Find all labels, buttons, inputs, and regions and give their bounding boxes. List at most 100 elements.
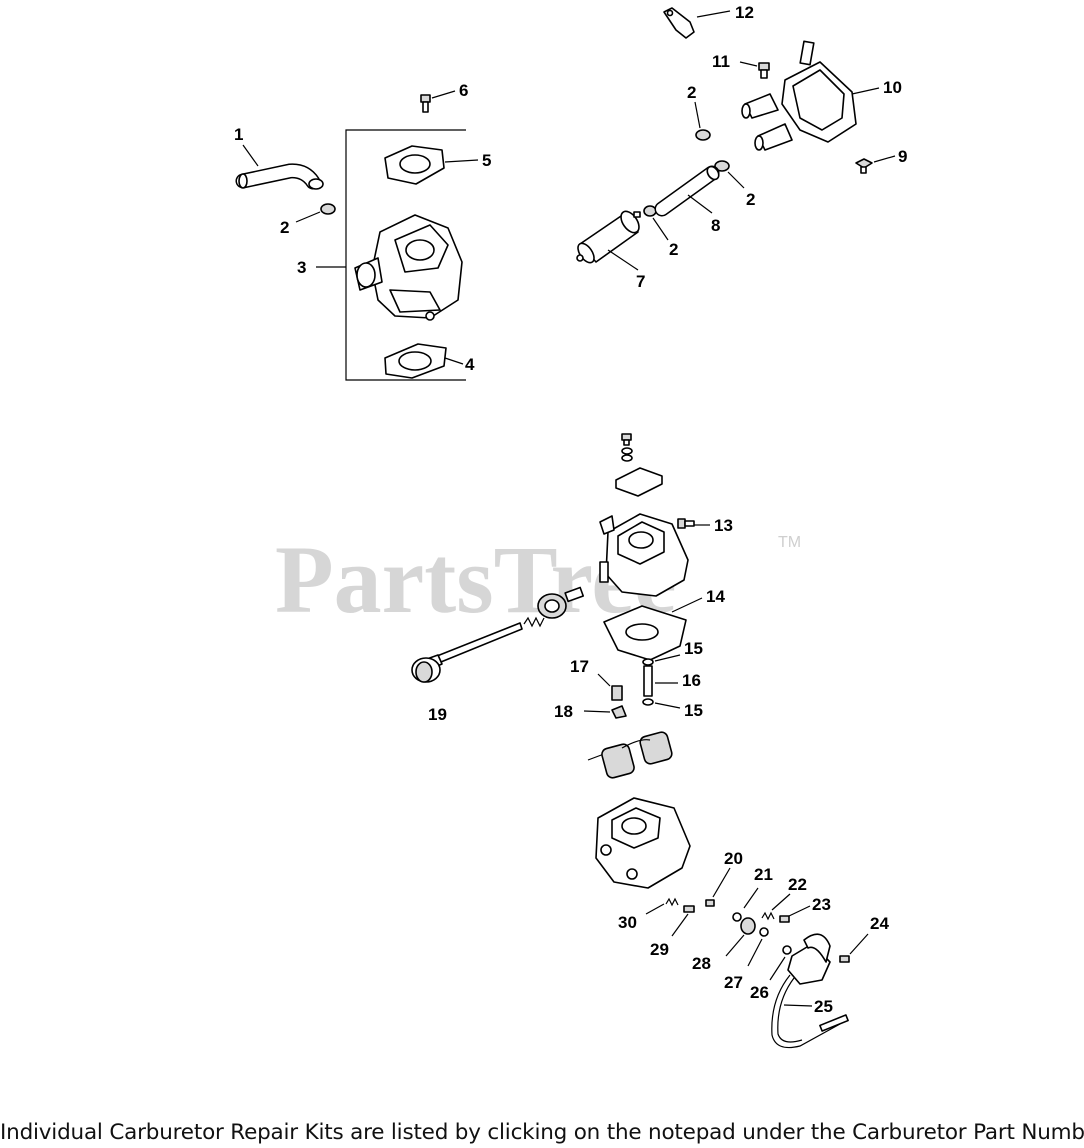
throttle-lever[interactable] <box>537 586 585 619</box>
part-2-clamp-c[interactable] <box>714 160 730 172</box>
part-8-fuel-line[interactable] <box>654 164 721 217</box>
label-13[interactable]: 13 <box>714 516 733 535</box>
label-18[interactable]: 18 <box>554 702 573 721</box>
label-20[interactable]: 20 <box>724 849 743 868</box>
part-24-screw[interactable] <box>839 955 850 963</box>
assembly-bracket <box>345 129 466 381</box>
label-15a[interactable]: 15 <box>684 639 703 658</box>
leader-14 <box>671 597 703 613</box>
label-2c[interactable]: 2 <box>746 190 755 209</box>
leader-2b <box>694 101 701 129</box>
leader-15a <box>654 654 681 662</box>
label-2d[interactable]: 2 <box>669 240 678 259</box>
carburetor-lower-body[interactable] <box>595 797 691 889</box>
leader-9 <box>873 155 896 163</box>
leader-26 <box>769 956 786 981</box>
part-13-screw[interactable] <box>677 518 695 529</box>
leader-30 <box>645 903 665 915</box>
part-10-fuel-pump[interactable] <box>741 40 857 151</box>
label-26[interactable]: 26 <box>750 983 769 1002</box>
part-9-nut[interactable] <box>855 158 873 174</box>
leader-1 <box>242 144 259 167</box>
throttle-spring[interactable] <box>523 616 545 628</box>
part-1-hose[interactable] <box>235 163 324 190</box>
part-2-clamp-a[interactable] <box>320 203 336 215</box>
leader-22 <box>771 893 791 911</box>
leader-11 <box>739 61 758 67</box>
part-29-screw[interactable] <box>683 905 695 913</box>
label-14[interactable]: 14 <box>706 587 725 606</box>
label-9[interactable]: 9 <box>898 147 907 166</box>
label-6[interactable]: 6 <box>459 81 468 100</box>
label-12[interactable]: 12 <box>735 3 754 22</box>
label-11[interactable]: 11 <box>712 52 730 71</box>
part-15-o-ring-upper[interactable] <box>642 658 654 666</box>
label-17[interactable]: 17 <box>570 657 589 676</box>
part-3-carburetor[interactable] <box>354 214 463 321</box>
bowl-cover-screw[interactable] <box>621 433 633 462</box>
label-19[interactable]: 19 <box>428 705 447 724</box>
part-12-clip[interactable] <box>663 7 695 39</box>
part-27-o-ring[interactable] <box>759 927 769 937</box>
part-23-screw[interactable] <box>779 915 790 923</box>
part-7-fuel-filter[interactable] <box>575 208 643 265</box>
leader-4 <box>444 357 464 365</box>
leader-28 <box>725 934 745 957</box>
part-18-clip[interactable] <box>611 705 627 719</box>
leader-29 <box>671 913 689 937</box>
label-10[interactable]: 10 <box>883 78 902 97</box>
leader-27 <box>747 938 763 967</box>
label-23[interactable]: 23 <box>812 895 831 914</box>
leader-10 <box>851 87 880 95</box>
leader-7 <box>607 249 639 271</box>
label-15b[interactable]: 15 <box>684 701 703 720</box>
part-2-clamp-d[interactable] <box>643 205 657 217</box>
part-11-screw[interactable] <box>758 62 770 79</box>
watermark-trademark: TM <box>778 534 801 551</box>
leader-15b <box>654 702 681 709</box>
part-5-gasket[interactable] <box>384 145 445 185</box>
leader-25 <box>783 1004 813 1007</box>
carburetor-upper-body[interactable] <box>599 513 689 597</box>
label-24[interactable]: 24 <box>870 914 889 933</box>
part-14-gasket[interactable] <box>603 605 687 661</box>
part-20-screw[interactable] <box>705 899 715 907</box>
label-16[interactable]: 16 <box>682 671 701 690</box>
label-28[interactable]: 28 <box>692 954 711 973</box>
leader-24 <box>849 933 869 955</box>
part-21-washer[interactable] <box>732 912 742 922</box>
part-6-screw[interactable] <box>420 94 431 113</box>
label-8[interactable]: 8 <box>711 216 720 235</box>
label-21[interactable]: 21 <box>754 865 773 884</box>
label-2a[interactable]: 2 <box>280 218 289 237</box>
label-25[interactable]: 25 <box>814 997 833 1016</box>
label-3[interactable]: 3 <box>297 258 306 277</box>
part-16-needle[interactable] <box>643 665 653 697</box>
part-22-spring[interactable] <box>761 911 775 921</box>
part-4-gasket[interactable] <box>384 343 447 379</box>
cover-plate[interactable] <box>615 467 663 497</box>
part-15-o-ring-lower[interactable] <box>642 698 654 706</box>
label-30[interactable]: 30 <box>618 913 637 932</box>
float[interactable] <box>587 731 673 779</box>
label-29[interactable]: 29 <box>650 940 669 959</box>
label-2b[interactable]: 2 <box>687 83 696 102</box>
label-5[interactable]: 5 <box>482 151 491 170</box>
part-28-jet[interactable] <box>740 917 756 935</box>
part-30-spring[interactable] <box>665 897 679 907</box>
label-27[interactable]: 27 <box>724 973 743 992</box>
leader-5 <box>444 159 479 163</box>
part-17-jet[interactable] <box>611 685 623 701</box>
part-26-o-ring[interactable] <box>782 945 792 955</box>
part-19-cap[interactable] <box>411 657 441 683</box>
label-22[interactable]: 22 <box>788 875 807 894</box>
part-25-solenoid[interactable] <box>771 933 849 1049</box>
label-1[interactable]: 1 <box>234 125 243 144</box>
footer-note: Individual Carburetor Repair Kits are li… <box>0 1120 1084 1145</box>
label-4[interactable]: 4 <box>465 355 475 374</box>
label-7[interactable]: 7 <box>636 272 645 291</box>
part-2-clamp-b[interactable] <box>695 129 711 141</box>
leader-8 <box>687 194 713 214</box>
leader-12 <box>696 10 731 18</box>
